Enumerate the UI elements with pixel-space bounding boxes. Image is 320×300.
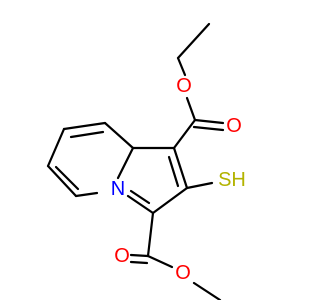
bond-ethyl-ch2-o <box>176 56 187 77</box>
bond-c1-c2-inner <box>167 155 180 188</box>
bond-c1-c2 <box>172 146 189 190</box>
atom-label-ester2-ether-oxygen: O <box>175 262 191 284</box>
chemical-structure: O O N SH O O <box>46 22 246 300</box>
bond-o-methyl <box>192 281 222 300</box>
bond-c2-c3 <box>151 186 189 215</box>
bond-n-c8a <box>116 146 135 180</box>
bond-o-ester1-carbon <box>185 96 197 122</box>
atom-label-ester2-carbonyl-oxygen: O <box>114 245 130 267</box>
bond-c8a-c8 <box>103 121 135 150</box>
bond-ester1-carbon-ring <box>172 118 197 150</box>
bond-ester2-carbon-o <box>146 254 174 269</box>
bond-ethyl-ch3-ch2 <box>176 22 211 60</box>
bond-ester2-carbonyl-double-b <box>129 260 149 265</box>
bond-c6-c5 <box>46 164 78 198</box>
bond-c2-s <box>185 181 214 190</box>
bond-ester1-carbonyl-double-a <box>193 118 225 125</box>
bond-c5-n <box>74 191 99 198</box>
bond-c6-c5-inner <box>54 165 80 191</box>
bonds <box>46 22 225 300</box>
atom-label-thiol: SH <box>218 169 246 191</box>
bond-c3-n-inner <box>129 189 151 205</box>
bond-c3-n <box>126 194 155 215</box>
bond-c8-c7 <box>62 121 107 131</box>
bond-ester1-carbonyl-double-b <box>192 125 225 132</box>
atom-label-ester1-carbonyl-oxygen: O <box>226 115 242 137</box>
atom-label-ring-nitrogen: N <box>111 178 125 200</box>
bond-c3-ester2-carbon <box>146 211 155 258</box>
bond-c8-c7-inner <box>69 130 105 139</box>
atom-label-ester1-ether-oxygen: O <box>176 75 192 97</box>
atom-labels: O O N SH O O <box>111 75 246 284</box>
bond-c7-c6 <box>46 127 66 168</box>
bond-ester2-carbonyl-double-a <box>129 253 150 258</box>
